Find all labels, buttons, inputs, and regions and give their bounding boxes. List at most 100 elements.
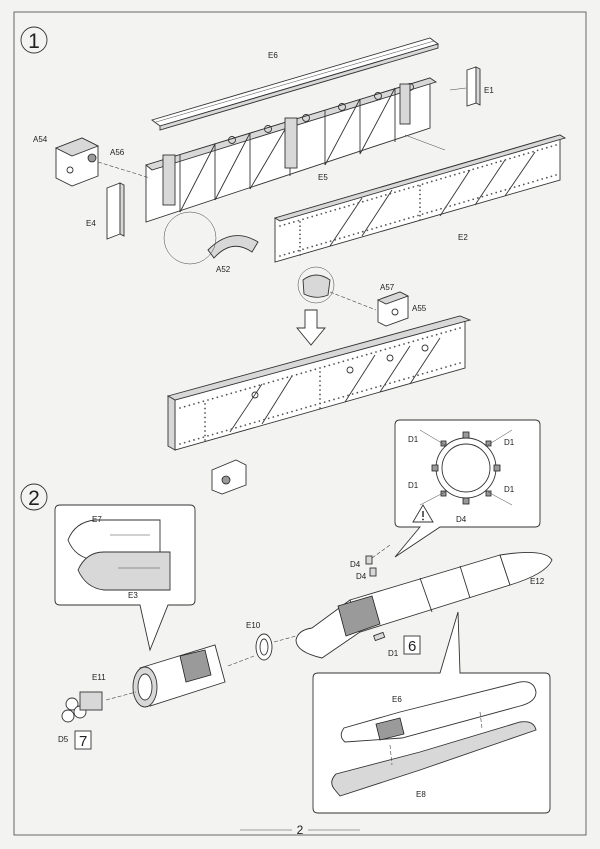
rivet xyxy=(495,191,498,194)
rivet xyxy=(319,371,321,373)
rivet xyxy=(357,202,360,204)
rivet xyxy=(235,426,237,429)
step-1: 1 xyxy=(20,26,567,495)
rivet xyxy=(421,213,424,216)
rivet xyxy=(320,242,323,245)
rivet xyxy=(299,225,301,228)
rivet xyxy=(306,247,309,249)
rivet xyxy=(272,380,275,383)
rivet xyxy=(417,339,419,341)
rivet xyxy=(351,393,354,395)
rivet xyxy=(403,343,405,345)
rivet xyxy=(419,189,421,192)
label-e6: E6 xyxy=(268,51,278,60)
rivet xyxy=(389,222,392,225)
rivet xyxy=(435,368,438,371)
rivet xyxy=(407,217,410,220)
rivet xyxy=(329,240,332,243)
rivet xyxy=(325,241,327,244)
rivet xyxy=(204,403,206,405)
rivet xyxy=(338,207,341,210)
rivet xyxy=(499,190,502,193)
rivet xyxy=(347,394,349,397)
rivet xyxy=(361,200,364,203)
rivet xyxy=(235,391,237,393)
rivet xyxy=(393,345,396,348)
rivet xyxy=(504,158,507,161)
callout-e6-e8: E6 E8 xyxy=(312,611,551,814)
rivet xyxy=(398,190,401,192)
rivet xyxy=(329,210,332,213)
rivet xyxy=(299,237,301,240)
rivet xyxy=(288,222,291,225)
page-number: 2 xyxy=(297,823,304,837)
part-a54-bracket xyxy=(54,137,100,187)
rivet xyxy=(384,194,387,196)
label-e12: E12 xyxy=(530,577,545,586)
rivet xyxy=(430,180,433,183)
rivet xyxy=(449,329,452,332)
part-e4-plate xyxy=(106,182,125,240)
rivet xyxy=(504,188,507,191)
rivet xyxy=(412,340,415,343)
rivet xyxy=(384,348,387,351)
callout-e7-e3: E7 E3 xyxy=(54,504,196,652)
rivet xyxy=(555,144,557,146)
rivet xyxy=(299,249,301,252)
rivet xyxy=(412,375,415,378)
label-e1: E1 xyxy=(484,86,494,95)
part-e2-plate xyxy=(273,134,567,263)
rivet xyxy=(204,412,206,414)
rivet xyxy=(417,374,419,377)
rivet xyxy=(518,154,521,157)
rivet xyxy=(193,403,195,405)
label-d1-c: D1 xyxy=(408,481,419,490)
rivet xyxy=(244,424,247,426)
rivet xyxy=(211,433,214,436)
rivet xyxy=(328,399,331,402)
rivet xyxy=(204,434,206,437)
rivet xyxy=(216,396,219,399)
rivet xyxy=(299,241,301,244)
rivet xyxy=(398,344,401,347)
rivet xyxy=(453,203,456,206)
label-a54: A54 xyxy=(33,135,48,144)
step-2-number: 2 xyxy=(28,487,40,510)
rivet xyxy=(407,376,410,379)
rivet xyxy=(263,383,265,385)
rivet xyxy=(277,379,279,381)
rivet xyxy=(513,186,516,189)
label-d1-b: D1 xyxy=(504,438,515,447)
rivet xyxy=(435,209,438,212)
rivet xyxy=(490,193,493,195)
rivet xyxy=(555,174,557,176)
rivet xyxy=(476,167,479,169)
rivet xyxy=(315,214,318,217)
rivet xyxy=(263,418,265,421)
page-border xyxy=(13,11,587,836)
rivet xyxy=(343,236,346,239)
label-d5: D5 xyxy=(58,735,69,744)
rivet xyxy=(459,327,461,329)
label-d4-b: D4 xyxy=(356,572,367,581)
rivet xyxy=(320,212,323,215)
rivet xyxy=(204,407,206,410)
rivet xyxy=(463,171,465,173)
rivet xyxy=(306,217,309,219)
rivet xyxy=(352,233,355,236)
rivet xyxy=(490,163,493,165)
rivet xyxy=(419,214,421,217)
rivet xyxy=(536,179,539,182)
rivet xyxy=(440,332,443,335)
assembled-beam xyxy=(166,315,472,495)
step-1-badge xyxy=(20,26,48,54)
rivet xyxy=(319,407,321,409)
rivet xyxy=(216,432,219,435)
leader-e2-arrow xyxy=(404,134,446,151)
rivet xyxy=(267,381,270,384)
down-arrow-icon xyxy=(296,309,326,346)
rivet xyxy=(440,207,442,210)
rivet xyxy=(545,146,548,149)
label-e6-detail: E6 xyxy=(392,695,402,704)
